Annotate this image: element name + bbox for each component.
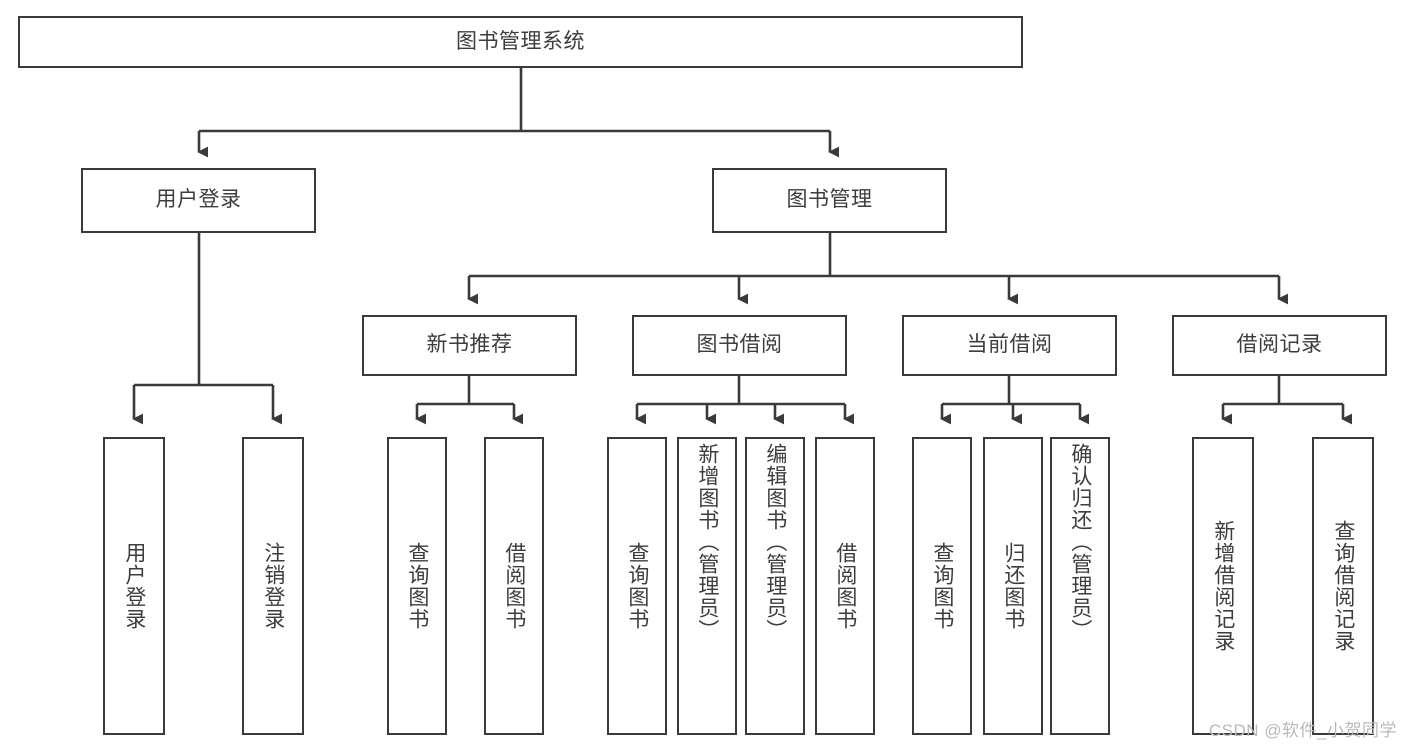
node-leaf-3-label: 借阅图书 xyxy=(502,542,526,630)
node-leaf-0-label: 用户登录 xyxy=(122,542,146,630)
node-level2-1[interactable]: 图书管理 xyxy=(712,168,947,233)
node-leaf-10-inner: 确认归还（管理员） xyxy=(1066,439,1094,737)
node-leaf-1-label: 注销登录 xyxy=(261,542,285,630)
node-leaf-9-label: 归还图书 xyxy=(1001,542,1025,630)
node-leaf-9-inner: 归还图书 xyxy=(999,439,1027,733)
node-root-label: 图书管理系统 xyxy=(456,29,585,53)
node-level3-0[interactable]: 新书推荐 xyxy=(362,315,577,376)
node-leaf-4[interactable]: 查询图书 xyxy=(607,437,667,735)
node-leaf-12[interactable]: 查询借阅记录 xyxy=(1312,437,1374,735)
node-leaf-2-inner: 查询图书 xyxy=(403,439,431,733)
node-leaf-6-label: 编辑图书（管理员） xyxy=(763,443,787,641)
connector-current-borrow xyxy=(940,376,1090,425)
node-level3-1-label: 图书借阅 xyxy=(696,333,783,357)
node-leaf-0[interactable]: 用户登录 xyxy=(103,437,165,735)
node-leaf-3[interactable]: 借阅图书 xyxy=(484,437,544,735)
node-leaf-1[interactable]: 注销登录 xyxy=(242,437,304,735)
node-leaf-5-inner: 新增图书（管理员） xyxy=(693,439,721,737)
node-leaf-12-label: 查询借阅记录 xyxy=(1331,520,1355,652)
connector-book-borrow xyxy=(635,376,855,425)
node-level3-3[interactable]: 借阅记录 xyxy=(1172,315,1387,376)
node-leaf-8-inner: 查询图书 xyxy=(928,439,956,733)
node-level3-2-label: 当前借阅 xyxy=(966,333,1053,357)
node-leaf-11[interactable]: 新增借阅记录 xyxy=(1192,437,1254,735)
node-root[interactable]: 图书管理系统 xyxy=(18,16,1023,68)
node-leaf-4-label: 查询图书 xyxy=(625,542,649,630)
connector-user-login xyxy=(132,233,283,425)
node-leaf-1-inner: 注销登录 xyxy=(259,439,287,733)
node-leaf-10[interactable]: 确认归还（管理员） xyxy=(1050,437,1110,735)
node-leaf-9[interactable]: 归还图书 xyxy=(983,437,1043,735)
node-leaf-2[interactable]: 查询图书 xyxy=(387,437,447,735)
node-leaf-7-inner: 借阅图书 xyxy=(831,439,859,733)
node-leaf-12-inner: 查询借阅记录 xyxy=(1329,439,1357,733)
node-leaf-0-inner: 用户登录 xyxy=(120,439,148,733)
node-leaf-11-label: 新增借阅记录 xyxy=(1211,520,1235,652)
node-leaf-5[interactable]: 新增图书（管理员） xyxy=(677,437,737,735)
node-level2-0[interactable]: 用户登录 xyxy=(81,168,316,233)
node-leaf-8-label: 查询图书 xyxy=(930,542,954,630)
connector-new-book-recommend xyxy=(415,376,524,425)
node-leaf-3-inner: 借阅图书 xyxy=(500,439,528,733)
node-level3-0-label: 新书推荐 xyxy=(426,333,513,357)
connector-root xyxy=(197,68,840,158)
connector-book-management xyxy=(467,233,1289,305)
node-leaf-10-label: 确认归还（管理员） xyxy=(1068,443,1092,641)
node-leaf-6-inner: 编辑图书（管理员） xyxy=(761,439,789,737)
node-leaf-2-label: 查询图书 xyxy=(405,542,429,630)
node-level3-2[interactable]: 当前借阅 xyxy=(902,315,1117,376)
node-leaf-8[interactable]: 查询图书 xyxy=(912,437,972,735)
node-leaf-5-label: 新增图书（管理员） xyxy=(695,443,719,641)
node-level2-1-label: 图书管理 xyxy=(786,188,873,212)
node-leaf-7[interactable]: 借阅图书 xyxy=(815,437,875,735)
node-leaf-6[interactable]: 编辑图书（管理员） xyxy=(745,437,805,735)
node-leaf-11-inner: 新增借阅记录 xyxy=(1209,439,1237,733)
connector-borrow-record xyxy=(1221,376,1353,425)
node-level3-1[interactable]: 图书借阅 xyxy=(632,315,847,376)
node-leaf-4-inner: 查询图书 xyxy=(623,439,651,733)
node-level3-3-label: 借阅记录 xyxy=(1236,333,1323,357)
node-leaf-7-label: 借阅图书 xyxy=(833,542,857,630)
node-level2-0-label: 用户登录 xyxy=(155,188,242,212)
